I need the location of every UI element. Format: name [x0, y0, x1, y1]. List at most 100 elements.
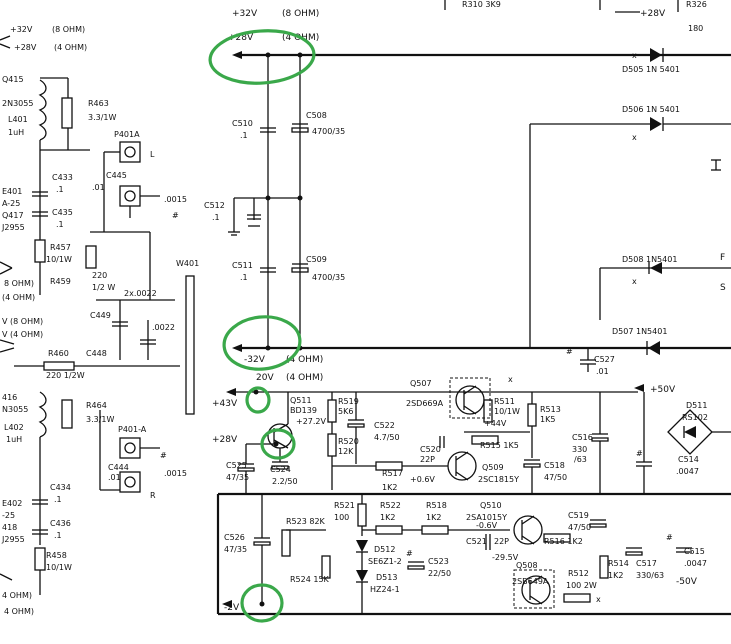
c519-label: C519 [568, 511, 589, 520]
c519-value: 47/50 [568, 523, 591, 532]
d508-label: D508 1N5401 [622, 255, 677, 264]
e402-label: E402 [2, 499, 22, 508]
q509-type: 2SC1815Y [478, 475, 519, 484]
r519-label: R519 [338, 397, 359, 406]
w401-label: W401 [176, 259, 199, 268]
l401-label: L401 [8, 115, 28, 124]
q418-type: J2955 [1, 535, 25, 544]
c514-value: .0047 [676, 467, 699, 476]
c516-label: C516 [572, 433, 593, 442]
c520-label: C520 [420, 445, 441, 454]
r459-watt: 1/2 W [92, 283, 115, 292]
r459-value: 220 [92, 271, 107, 280]
p401a-b-label: P401-A [118, 425, 147, 434]
c512-value: .1 [212, 213, 220, 222]
c521-value: 22P [494, 537, 509, 546]
rail-8ohm: (8 OHM) [282, 9, 319, 19]
hash-marker-1: # [172, 211, 179, 220]
r-output-label: R [150, 491, 156, 500]
d512-type: SE6Z1-2 [368, 557, 402, 566]
c509-label: C509 [306, 255, 327, 264]
c522-label: C522 [374, 421, 395, 430]
v-0-6: +0.6V [410, 475, 435, 484]
top-strip: R310 3K9 +28V R326 180 [444, 0, 707, 33]
rail-plus50: +50V [650, 385, 676, 395]
r458-label: R458 [46, 551, 67, 560]
c522-value: 4.7/50 [374, 433, 400, 442]
s-label: S [720, 283, 726, 293]
x-marker-d506: x [632, 133, 637, 142]
c525-label: C525 [226, 461, 247, 470]
q417-type: J2955 [1, 223, 25, 232]
c509-value: 4700/35 [312, 273, 345, 282]
r511-value: 10/1W [494, 407, 520, 416]
r459-label: R459 [50, 277, 71, 286]
c514-label: C514 [678, 455, 699, 464]
highlight-plus28-rail [208, 29, 316, 85]
rail-minus2: -2V [224, 603, 240, 613]
c434-value: .1 [54, 495, 62, 504]
supply-rails: +32V (8 OHM) +28V (4 OHM) -32V (4 OHM) C… [204, 9, 731, 365]
r515-label: R515 1K5 [480, 441, 519, 450]
c449-label: C449 [90, 311, 111, 320]
left-v8ohm: V (8 OHM) [2, 317, 43, 326]
r326-value: 180 [688, 24, 703, 33]
left-output-stage: +32V (8 OHM) +28V (4 OHM) Q415 2N3055 L4… [0, 25, 199, 616]
q508-label: Q508 [516, 561, 538, 570]
c435-value: .1 [56, 220, 64, 229]
c510-value: .1 [240, 131, 248, 140]
l401-value: 1uH [8, 128, 24, 137]
r519-value: 5K6 [338, 407, 353, 416]
hash-marker-2: # [160, 451, 167, 460]
l-output-label: L [150, 150, 155, 159]
d505-label: D505 1N 5401 [622, 65, 680, 74]
r517-value: 1K2 [382, 483, 397, 492]
r517-label: R517 [382, 469, 403, 478]
r524-label: R524 15K [290, 575, 330, 584]
p401a-label: P401A [114, 130, 140, 139]
c445-label: C445 [106, 171, 127, 180]
c511-value: .1 [240, 273, 248, 282]
q511-label: Q511 [290, 396, 312, 405]
l402-value: 1uH [6, 435, 22, 444]
e401-label: E401 [2, 187, 22, 196]
rail-plus43: +43V [212, 399, 238, 409]
c508-label: C508 [306, 111, 327, 120]
left-plus28: +28V [14, 43, 37, 52]
left-8ohm: (8 OHM) [52, 25, 85, 34]
r514-value: 1K2 [608, 571, 623, 580]
r457-value: 10/1W [46, 255, 72, 264]
rectifier-diodes: x D505 1N 5401 D506 1N 5401 x D508 1N540… [529, 48, 731, 376]
x-marker-r511: x [508, 375, 513, 384]
c515-value: .0047 [684, 559, 707, 568]
c444-value: .01 [108, 473, 121, 482]
hash-c523: # [406, 549, 413, 558]
left-8ohm-b: 8 OHM) [4, 279, 34, 288]
v-minus-0-6: -0.6V [476, 521, 498, 530]
c523-value: 22/50 [428, 569, 451, 578]
x-marker-r512: x [596, 595, 601, 604]
c521-label: C521 [466, 537, 487, 546]
v-44: +44V [484, 419, 507, 428]
c512-label: C512 [204, 201, 225, 210]
r464-label: R464 [86, 401, 107, 410]
rail-4ohm-c: (4 OHM) [286, 373, 323, 383]
left-4ohm-d: 4 OHM) [4, 607, 34, 616]
c515-label: C515 [684, 547, 705, 556]
f-label: F [720, 253, 725, 263]
r521-value: 100 [334, 513, 349, 522]
c434-label: C434 [50, 483, 71, 492]
rail-plus28: +28V [228, 33, 254, 43]
r512-label: R512 [568, 569, 589, 578]
c526-value: 47/35 [224, 545, 247, 554]
q507-type: 2SD669A [406, 399, 444, 408]
d513-label: D513 [376, 573, 397, 582]
r520-value: 12K [338, 447, 354, 456]
r518-value: 1K2 [426, 513, 441, 522]
rail-4ohm-b: (4 OHM) [286, 355, 323, 365]
left-4ohm-b: (4 OHM) [2, 293, 35, 302]
cap-0022: .0022 [152, 323, 175, 332]
x-marker-d508: x [632, 277, 637, 286]
cap-0015-bottom: .0015 [164, 469, 187, 478]
